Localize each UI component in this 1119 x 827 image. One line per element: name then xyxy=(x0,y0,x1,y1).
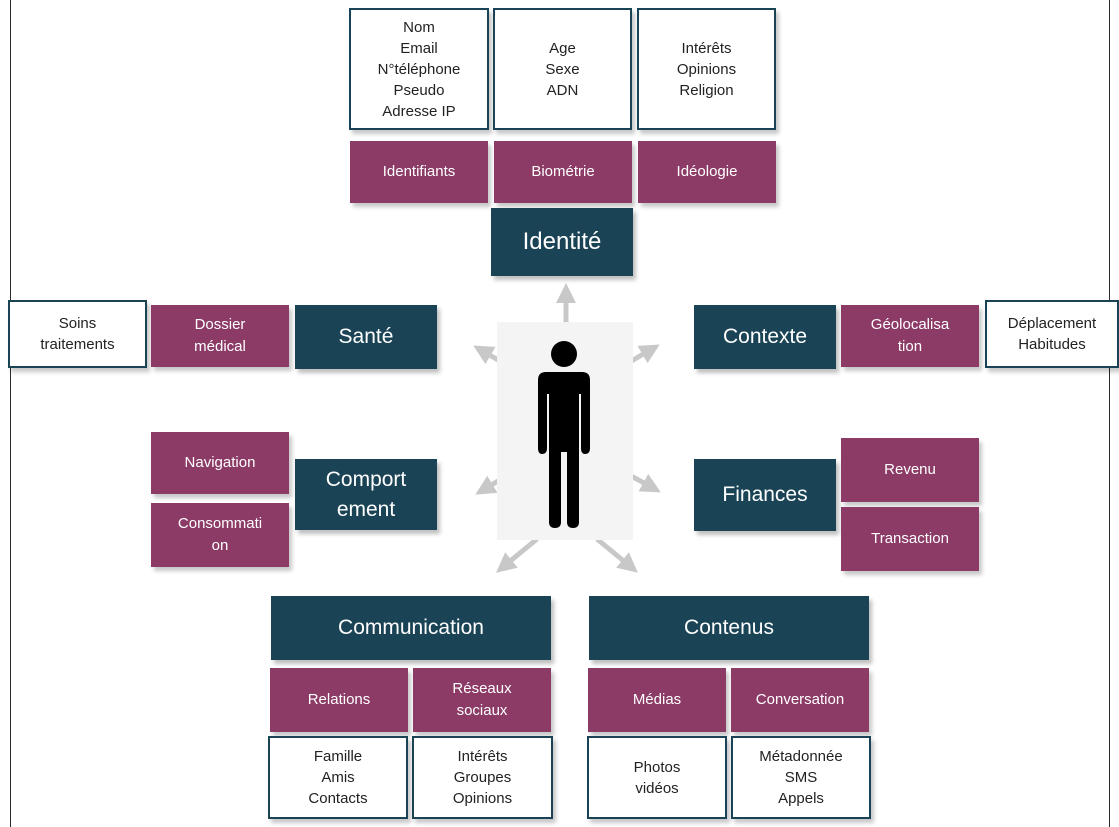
contexte-examples: Déplacement Habitudes xyxy=(985,300,1119,368)
sante-examples: Soins traitements xyxy=(8,300,147,368)
identite-category: Identité xyxy=(491,208,633,276)
reseaux-sociaux-box: Réseaux sociaux xyxy=(413,668,551,732)
contenus-category: Contenus xyxy=(589,596,869,660)
conversation-box: Conversation xyxy=(731,668,869,732)
ideologie-box: Idéologie xyxy=(638,141,776,203)
biometrie-examples: Age Sexe ADN xyxy=(493,8,632,130)
biometrie-box: Biométrie xyxy=(494,141,632,203)
revenu-box: Revenu xyxy=(841,438,979,502)
frame-right-border-bottom xyxy=(1109,368,1110,827)
reseaux-sociaux-examples: Intérêts Groupes Opinions xyxy=(412,736,553,819)
medias-box: Médias xyxy=(588,668,726,732)
frame-right-border-top xyxy=(1109,0,1110,300)
arrow-to-communication xyxy=(496,537,539,573)
medias-examples: Photos vidéos xyxy=(587,736,727,819)
sante-category: Santé xyxy=(295,305,437,369)
navigation-box: Navigation xyxy=(151,432,289,494)
finances-category: Finances xyxy=(694,459,836,531)
dossier-medical-box: Dossier médical xyxy=(151,305,289,367)
communication-category: Communication xyxy=(271,596,551,660)
conversation-examples: Métadonnée SMS Appels xyxy=(731,736,871,819)
comportement-category: Comport ement xyxy=(295,459,437,530)
arrow-to-contenus xyxy=(595,537,638,573)
consommation-box: Consommati on xyxy=(151,503,289,567)
contexte-category: Contexte xyxy=(694,305,836,369)
geolocalisation-box: Géolocalisa tion xyxy=(841,305,979,367)
transaction-box: Transaction xyxy=(841,507,979,571)
relations-examples: Famille Amis Contacts xyxy=(268,736,408,819)
relations-box: Relations xyxy=(270,668,408,732)
frame-left-border xyxy=(10,0,11,827)
identifiants-box: Identifiants xyxy=(350,141,488,203)
identifiants-examples: Nom Email N°téléphone Pseudo Adresse IP xyxy=(349,8,489,130)
ideologie-examples: Intérêts Opinions Religion xyxy=(637,8,776,130)
person-silhouette-icon xyxy=(497,322,633,540)
